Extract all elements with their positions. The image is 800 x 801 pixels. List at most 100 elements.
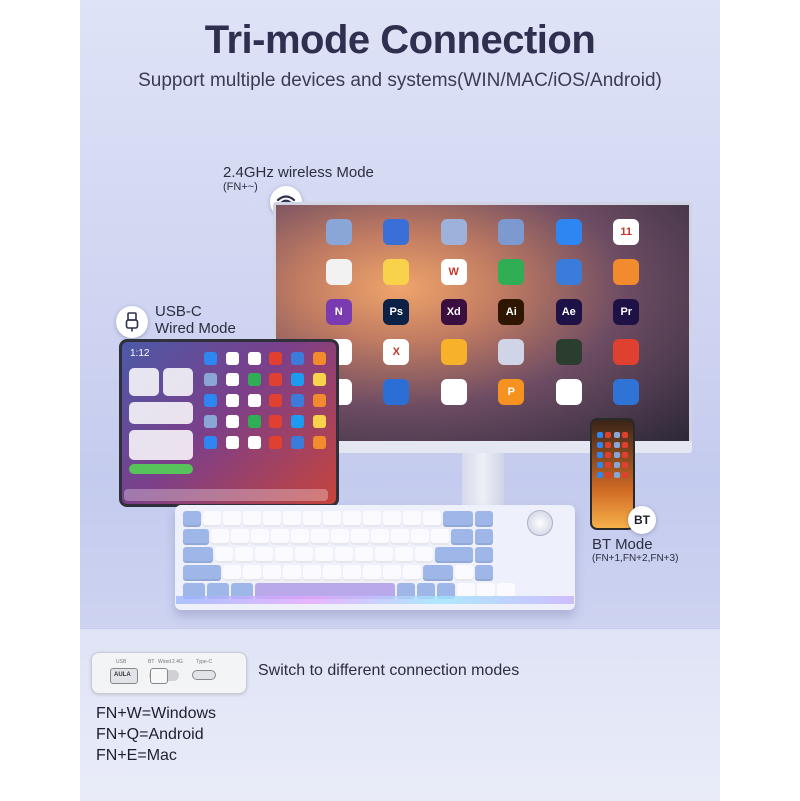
key-row (183, 583, 515, 599)
folder3-app-icon (498, 219, 525, 245)
tablet-app-icon (225, 352, 239, 365)
keycap (375, 547, 393, 563)
tablet-app-icon (225, 373, 239, 386)
keycap (403, 511, 421, 527)
keycap (475, 529, 493, 545)
bt-mode-shortcut: (FN+1,FN+2,FN+3) (592, 553, 679, 564)
phone-app-icon (613, 442, 620, 448)
keycap (243, 565, 261, 581)
tablet-app-icon (247, 373, 261, 386)
keycap (231, 529, 249, 545)
keycap (397, 583, 415, 599)
wireless-mode-shortcut: (FN+~) (223, 181, 258, 193)
keycap (351, 529, 369, 545)
keynote-app-icon (555, 259, 582, 285)
keycap (231, 583, 253, 599)
tablet-app-icon (204, 436, 218, 449)
bt-badge-icon: BT (628, 506, 656, 534)
page-title: Tri-mode Connection (204, 18, 596, 62)
tablet-app-icon (269, 436, 283, 449)
keycap (263, 565, 281, 581)
wired-mode-line1: USB-C (155, 303, 202, 320)
xmind-app-icon: X (383, 339, 410, 365)
tablet-app-icon (312, 394, 326, 407)
keycap (223, 511, 241, 527)
tablet-app-grid (200, 352, 330, 449)
keycap (183, 511, 201, 527)
monitor-stand (462, 453, 504, 511)
paste-app-icon: P (498, 379, 525, 405)
keycap (343, 511, 361, 527)
tablet-app-icon (312, 352, 326, 365)
tablet-time: 1:12 (130, 348, 150, 359)
keycap (415, 547, 433, 563)
wps-app-icon: W (440, 259, 467, 285)
phone-app-icon (597, 432, 604, 438)
tablet-app-icon (290, 352, 304, 365)
keycap (323, 511, 341, 527)
phone-app-icon (597, 442, 604, 448)
keycap (395, 547, 413, 563)
pages-app-icon (613, 259, 640, 285)
key-row (183, 547, 493, 563)
omni-app-icon (555, 339, 582, 365)
key-row (183, 565, 493, 581)
tencent-app-icon (440, 379, 467, 405)
keycap (271, 529, 289, 545)
keycap (295, 547, 313, 563)
mode-switch-panel: USB BT Wired 2.4G Type-C AULA (91, 652, 247, 694)
cinema4d-app-icon (498, 339, 525, 365)
keycap (211, 529, 229, 545)
os-shortcuts: FN+W=Windows FN+Q=Android FN+E=Mac (96, 703, 216, 766)
premiere-app-icon: Pr (613, 299, 640, 325)
keycap (417, 583, 435, 599)
keycap (411, 529, 429, 545)
tablet-app-icon (204, 394, 218, 407)
tablet-dock (124, 489, 328, 501)
tablet-widget (129, 464, 193, 474)
keycap (323, 565, 341, 581)
usb-receiver-slot: AULA (110, 668, 138, 684)
keycap (363, 511, 381, 527)
keycap (243, 511, 261, 527)
phone-app-icon (605, 442, 612, 448)
folder2-app-icon (440, 219, 467, 245)
bt-mode-label: BT Mode (FN+1,FN+2,FN+3) (592, 536, 678, 564)
keycap (477, 583, 495, 599)
key-row (183, 511, 493, 527)
phone-app-icon (621, 442, 628, 448)
brand-logo: AULA (114, 672, 131, 678)
phone-app-icon (621, 472, 628, 478)
numbers-app-icon (498, 259, 525, 285)
switch-label-wired: Wired (158, 659, 172, 665)
phone-app-icon (597, 462, 604, 468)
switch-label-usb: USB (116, 659, 127, 665)
keycap (343, 565, 361, 581)
tablet-widget (129, 402, 193, 424)
keycap (475, 511, 493, 527)
tablet-app-icon (312, 436, 326, 449)
phone-app-icon (605, 452, 612, 458)
keycap (371, 529, 389, 545)
keycap (335, 547, 353, 563)
keycap (263, 511, 281, 527)
volume-knob[interactable] (527, 510, 553, 536)
tablet-widget (129, 368, 159, 396)
key-row (183, 529, 493, 545)
keycap (251, 529, 269, 545)
keycap (437, 583, 455, 599)
xd-app-icon: Xd (440, 299, 467, 325)
keycap (283, 565, 301, 581)
tablet-app-icon (247, 352, 261, 365)
tablet-app-icon (290, 436, 304, 449)
switch-label-typec: Type-C (196, 659, 213, 665)
notes-app-icon (383, 259, 410, 285)
keycap (331, 529, 349, 545)
tablet-app-icon (225, 436, 239, 449)
onenote-app-icon: N (325, 299, 352, 325)
app-store-app-icon (555, 219, 582, 245)
keycap (455, 565, 473, 581)
keycap (355, 547, 373, 563)
mode-switch-knob[interactable] (150, 668, 168, 684)
tablet-app-icon (269, 352, 283, 365)
